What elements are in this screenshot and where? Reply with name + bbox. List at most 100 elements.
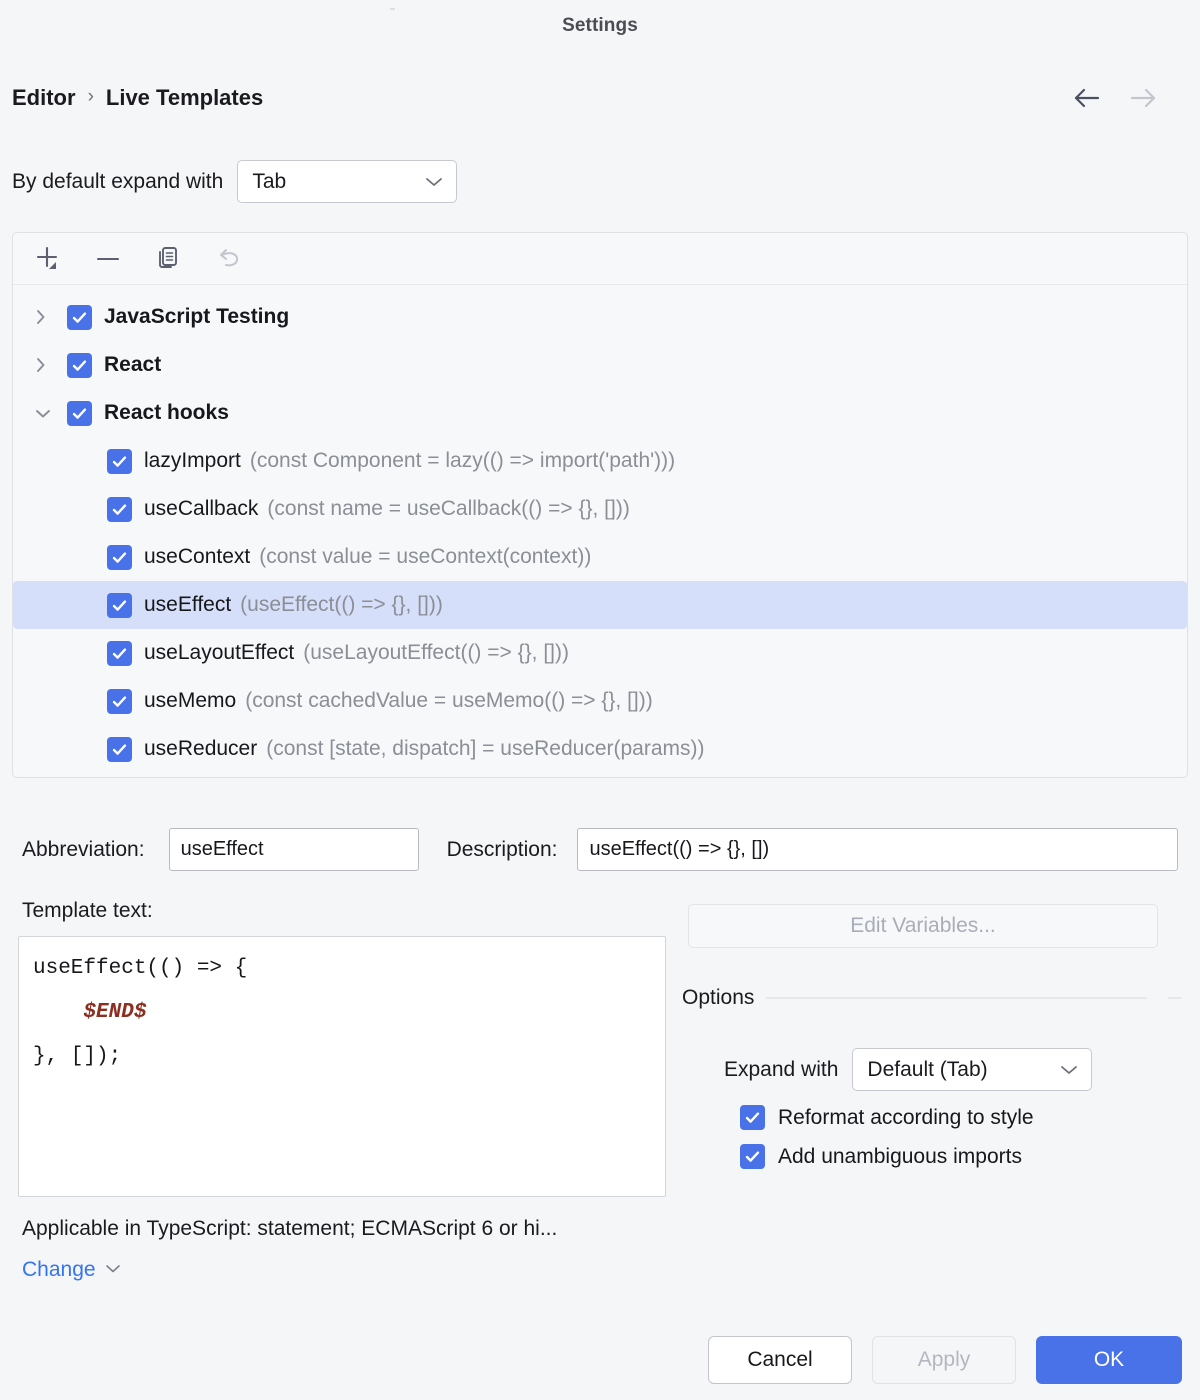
expand-with-dropdown[interactable]: Default (Tab) <box>852 1048 1093 1091</box>
item-checkbox[interactable] <box>107 688 132 714</box>
tree-item-description: (const value = useContext(context)) <box>259 545 592 568</box>
template-text-line-3: }, []); <box>33 1045 122 1068</box>
item-checkbox[interactable] <box>107 592 132 618</box>
template-text-label: Template text: <box>22 899 153 922</box>
copy-icon[interactable] <box>151 242 185 276</box>
arrow-right-icon[interactable] <box>1128 85 1158 111</box>
abbreviation-input[interactable]: useEffect <box>168 828 419 871</box>
tree-group-label: JavaScript Testing <box>104 305 290 328</box>
templates-toolbar <box>13 233 1187 285</box>
chevron-right-icon[interactable] <box>33 355 67 375</box>
breadcrumb: Editor › Live Templates <box>12 85 263 111</box>
group-checkbox[interactable] <box>67 400 92 426</box>
tree-item-description: (const name = useCallback(() => {}, [])) <box>267 497 630 520</box>
chevron-down-icon[interactable] <box>33 406 67 420</box>
chevron-down-icon <box>424 170 444 194</box>
default-expand-label: By default expand with <box>12 169 224 193</box>
template-text-editor[interactable]: useEffect(() => { $END$ }, []); <box>18 936 666 1197</box>
undo-arrow-icon <box>211 242 245 276</box>
item-checkbox[interactable] <box>107 640 132 666</box>
breadcrumb-current: Live Templates <box>105 85 264 110</box>
titlebar-artifact <box>390 8 395 10</box>
description-label: Description: <box>446 837 558 861</box>
options-divider-dash <box>1168 997 1182 999</box>
dialog-footer: Cancel Apply OK <box>708 1336 1182 1384</box>
item-checkbox[interactable] <box>107 496 132 522</box>
expand-with-row: Expand with Default (Tab) <box>682 1048 1182 1091</box>
default-expand-value: Tab <box>252 169 287 193</box>
breadcrumb-row: Editor › Live Templates <box>0 78 1200 118</box>
tree-item-description: (useLayoutEffect(() => {}, [])) <box>303 641 569 664</box>
tree-item-name: useMemo <box>144 689 237 712</box>
tree-item-name: useContext <box>144 545 251 568</box>
window-titlebar: Settings <box>0 0 1200 52</box>
tree-group-row[interactable]: JavaScript Testing <box>13 293 1187 341</box>
chevron-down-icon <box>104 1261 122 1279</box>
tree-item-row[interactable]: useCallback (const name = useCallback(() … <box>13 485 1187 533</box>
description-input[interactable]: useEffect(() => {}, []) <box>577 828 1178 871</box>
options-divider <box>766 997 1147 999</box>
tree-item-description: (useEffect(() => {}, [])) <box>240 593 443 616</box>
cancel-button[interactable]: Cancel <box>708 1336 852 1384</box>
item-checkbox[interactable] <box>107 736 132 762</box>
abbreviation-description-row: Abbreviation: useEffect Description: use… <box>22 828 1178 871</box>
options-legend: Options <box>682 986 755 1009</box>
tree-item-name: useLayoutEffect <box>144 641 295 664</box>
group-checkbox[interactable] <box>67 304 92 330</box>
option-checkbox-row[interactable]: Add unambiguous imports <box>682 1144 1182 1169</box>
tree-item-name: useCallback <box>144 497 259 520</box>
tree-item-row[interactable]: lazyImport (const Component = lazy(() => … <box>13 437 1187 485</box>
edit-variables-button[interactable]: Edit Variables... <box>688 904 1158 948</box>
option-checkbox-row[interactable]: Reformat according to style <box>682 1105 1182 1130</box>
tree-item-name: lazyImport <box>144 449 241 472</box>
ok-button[interactable]: OK <box>1036 1336 1182 1384</box>
tree-item-name: useReducer <box>144 737 258 760</box>
tree-item-description: (const [state, dispatch] = useReducer(pa… <box>266 737 705 760</box>
minus-icon[interactable] <box>91 242 125 276</box>
change-link[interactable]: Change <box>22 1258 96 1281</box>
template-text-content: useEffect(() => { $END$ }, []); <box>19 947 665 1079</box>
default-expand-dropdown[interactable]: Tab <box>237 160 458 203</box>
tree-group-label: React <box>104 353 162 376</box>
options-group: Options Expand with Default (Tab) Reform… <box>682 986 1182 1169</box>
tree-item-description: (const Component = lazy(() => import('pa… <box>249 449 676 472</box>
navigation-arrows <box>1072 85 1158 111</box>
abbreviation-label: Abbreviation: <box>22 837 145 861</box>
change-context-row[interactable]: Change <box>22 1258 122 1282</box>
arrow-left-icon[interactable] <box>1072 85 1102 111</box>
tree-item-row[interactable]: useReducer (const [state, dispatch] = use… <box>13 725 1187 773</box>
plus-with-dropdown-icon[interactable] <box>31 242 65 276</box>
window-title: Settings <box>562 15 638 36</box>
tree-group-row[interactable]: React hooks <box>13 389 1187 437</box>
template-variable-end: $END$ <box>83 1001 147 1024</box>
chevron-right-icon[interactable] <box>33 307 67 327</box>
breadcrumb-root[interactable]: Editor <box>12 85 76 110</box>
tree-item-name: useEffect <box>144 593 232 616</box>
expand-with-value: Default (Tab) <box>867 1057 988 1081</box>
tree-item-row[interactable]: useContext (const value = useContext(cont… <box>13 533 1187 581</box>
item-checkbox[interactable] <box>107 448 132 474</box>
tree-item-row[interactable]: useLayoutEffect (useLayoutEffect(() => {}… <box>13 629 1187 677</box>
tree-item-description: (const cachedValue = useMemo(() => {}, [… <box>245 689 653 712</box>
options-legend-row: Options <box>682 986 1182 1010</box>
option-checkbox-label: Reformat according to style <box>778 1105 1034 1129</box>
apply-button[interactable]: Apply <box>872 1336 1016 1384</box>
option-checkbox[interactable] <box>740 1105 765 1130</box>
tree-group-label: React hooks <box>104 401 229 424</box>
option-checkbox-label: Add unambiguous imports <box>778 1144 1022 1168</box>
tree-item-row-selected[interactable]: useEffect (useEffect(() => {}, [])) <box>13 581 1187 629</box>
chevron-down-icon <box>1059 1058 1079 1082</box>
template-text-line-1: useEffect(() => { <box>33 957 248 980</box>
breadcrumb-separator: › <box>87 86 94 107</box>
tree-item-row[interactable]: useMemo (const cachedValue = useMemo(() =… <box>13 677 1187 725</box>
item-checkbox[interactable] <box>107 544 132 570</box>
default-expand-row: By default expand with Tab <box>12 160 458 203</box>
group-checkbox[interactable] <box>67 352 92 378</box>
applicable-context-text: Applicable in TypeScript: statement; ECM… <box>22 1217 558 1240</box>
expand-with-label: Expand with <box>724 1057 839 1081</box>
tree-group-row[interactable]: React <box>13 341 1187 389</box>
option-checkbox[interactable] <box>740 1144 765 1169</box>
